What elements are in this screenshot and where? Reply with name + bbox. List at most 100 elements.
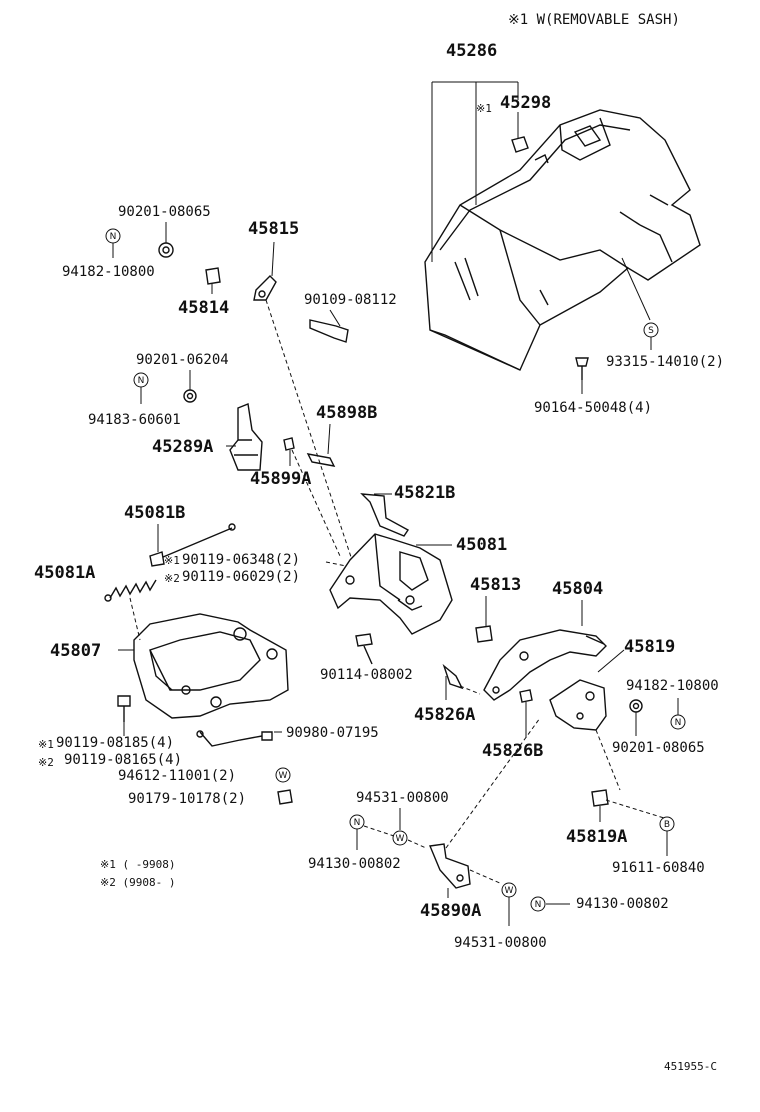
svg-text:B: B <box>664 820 670 830</box>
badge-n-94130-b: N <box>530 896 546 912</box>
washer-90201-08065-a-drawing <box>158 242 174 258</box>
label-94183-60601: 94183-60601 <box>88 412 181 428</box>
badge-s-93315: S <box>643 322 659 338</box>
screw-90164-drawing <box>575 357 589 380</box>
pin-45826a-drawing <box>442 663 464 690</box>
label-45821b: 45821B <box>394 483 455 503</box>
label-90201-06204: 90201-06204 <box>136 352 229 368</box>
bracket-45890a-drawing <box>429 843 471 889</box>
label-94182-10800-a: 94182-10800 <box>62 264 155 280</box>
svg-text:N: N <box>354 818 361 828</box>
label-90980-07195: 90980-07195 <box>286 725 379 741</box>
clip-45298-drawing <box>511 136 529 153</box>
label-94531-00800-a: 94531-00800 <box>356 790 449 806</box>
label-45807: 45807 <box>50 641 101 661</box>
footnote-1: ※1 ( -9908) <box>100 858 175 871</box>
lever-45815-drawing <box>253 275 277 301</box>
ref-mark-1b: ※1 <box>164 554 180 567</box>
cable-45081b-drawing <box>149 523 236 567</box>
svg-text:N: N <box>138 376 145 386</box>
badge-b-91611: B <box>659 816 675 832</box>
label-45081b: 45081B <box>124 503 185 523</box>
label-45298: 45298 <box>500 93 551 113</box>
footnote-2: ※2 (9908- ) <box>100 876 175 889</box>
label-45081a: 45081A <box>34 563 95 583</box>
label-90119-08165: 90119-08165(4) <box>64 752 182 768</box>
label-90119-08185: 90119-08185(4) <box>56 735 174 751</box>
label-45819a: 45819A <box>566 827 627 847</box>
svg-text:W: W <box>279 771 288 781</box>
svg-text:W: W <box>505 886 514 896</box>
badge-w-94531-b: W <box>501 882 517 898</box>
wire-90980-drawing <box>196 730 273 747</box>
label-45826b: 45826B <box>482 741 543 761</box>
label-45819: 45819 <box>624 637 675 657</box>
label-45814: 45814 <box>178 298 229 318</box>
bracket-45821b-drawing <box>360 493 410 537</box>
label-90179-10178: 90179-10178(2) <box>128 791 246 807</box>
pin-45826b-drawing <box>519 689 533 703</box>
diagram-code: 451955-C <box>664 1060 717 1073</box>
bracket-45081-drawing <box>329 533 453 635</box>
ref-mark-1: ※1 <box>476 102 492 115</box>
bracket-45289a-drawing <box>229 403 263 471</box>
svg-text:S: S <box>648 326 654 336</box>
svg-text:N: N <box>675 718 682 728</box>
pin-45898b-drawing <box>306 453 336 467</box>
label-94182-10800-b: 94182-10800 <box>626 678 719 694</box>
bolt-90109-drawing <box>309 319 349 343</box>
header-note: ※1 W(REMOVABLE SASH) <box>508 12 680 28</box>
label-94531-00800-b: 94531-00800 <box>454 935 547 951</box>
bushing-45814-drawing <box>205 267 221 285</box>
label-90119-06348: 90119-06348(2) <box>182 552 300 568</box>
ref-mark-2a: ※2 <box>164 572 180 585</box>
label-45286: 45286 <box>446 41 497 61</box>
label-45081: 45081 <box>456 535 507 555</box>
label-90119-06029: 90119-06029(2) <box>182 569 300 585</box>
badge-n-94182-b: N <box>670 714 686 730</box>
nut-90179-drawing <box>277 789 293 805</box>
badge-n-94182-a: N <box>105 228 121 244</box>
washer-90201-08065-b-drawing <box>629 699 643 713</box>
label-91611-60840: 91611-60840 <box>612 860 705 876</box>
lever-45804-drawing <box>483 629 607 701</box>
svg-text:W: W <box>396 834 405 844</box>
label-45813: 45813 <box>470 575 521 595</box>
label-94612-11001: 94612-11001(2) <box>118 768 236 784</box>
label-90114-08002: 90114-08002 <box>320 667 413 683</box>
label-45815: 45815 <box>248 219 299 239</box>
label-45804: 45804 <box>552 579 603 599</box>
bushing-45899a-drawing <box>283 437 295 451</box>
column-cover-drawing <box>424 109 701 371</box>
label-45890a: 45890A <box>420 901 481 921</box>
screw-93315-drawing <box>621 257 651 321</box>
label-94130-00802-b: 94130-00802 <box>576 896 669 912</box>
ref-mark-1c: ※1 <box>38 738 54 751</box>
label-90201-08065-b: 90201-08065 <box>612 740 705 756</box>
svg-text:N: N <box>110 232 117 242</box>
cam-45819-drawing <box>549 679 607 731</box>
badge-n-94130-a: N <box>349 814 365 830</box>
bolt-90119-08185-drawing <box>117 695 131 722</box>
bolt-90114-drawing <box>355 633 373 665</box>
washer-90201-06204-drawing <box>183 389 197 403</box>
badge-w-94531-a: W <box>392 830 408 846</box>
bushing-45819a-drawing <box>591 789 609 807</box>
label-94130-00802-a: 94130-00802 <box>308 856 401 872</box>
bracket-45807-drawing <box>133 613 289 719</box>
svg-text:N: N <box>535 900 542 910</box>
label-93315-14010: 93315-14010(2) <box>606 354 724 370</box>
ref-mark-2b: ※2 <box>38 756 54 769</box>
badge-n-94183: N <box>133 372 149 388</box>
badge-w-94612: W <box>275 767 291 783</box>
label-45899a: 45899A <box>250 469 311 489</box>
label-90164-50048: 90164-50048(4) <box>534 400 652 416</box>
label-45289a: 45289A <box>152 437 213 457</box>
bushing-45813-drawing <box>475 625 493 643</box>
spring-45081a-drawing <box>104 579 157 602</box>
label-45898b: 45898B <box>316 403 377 423</box>
label-45826a: 45826A <box>414 705 475 725</box>
label-90109-08112: 90109-08112 <box>304 292 397 308</box>
label-90201-08065-a: 90201-08065 <box>118 204 211 220</box>
